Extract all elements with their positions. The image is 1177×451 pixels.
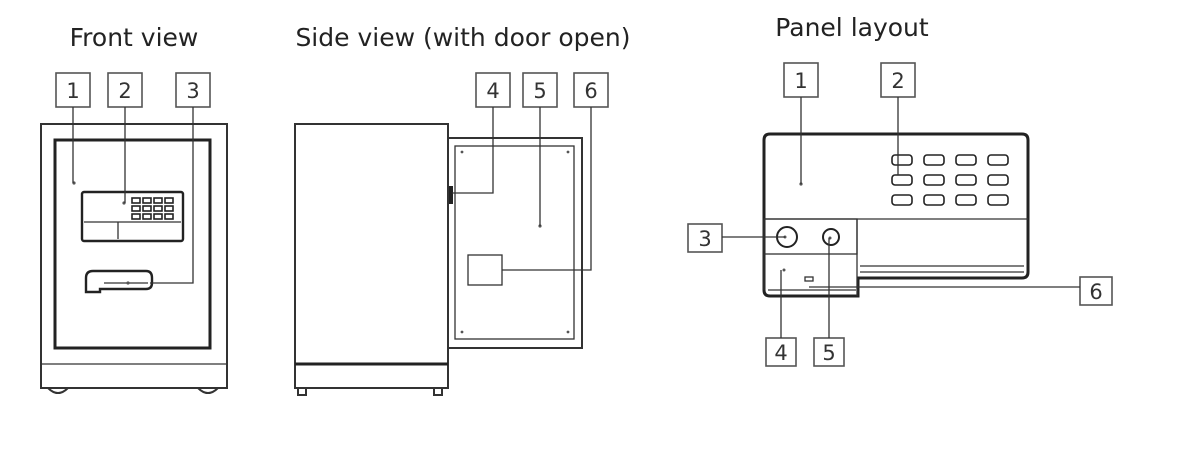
- front-view-title: Front view: [70, 23, 199, 52]
- side-cabinet: [294, 123, 453, 396]
- side-label-5-text: 5: [533, 79, 546, 103]
- front-label-1: 1: [55, 72, 91, 108]
- panel-label-4: 4: [765, 337, 797, 367]
- front-label-3: 3: [175, 72, 211, 108]
- front-keypad-keys: [131, 197, 174, 220]
- front-label-3-text: 3: [186, 79, 199, 103]
- side-label-4-text: 4: [486, 79, 499, 103]
- front-label-2-text: 2: [118, 79, 131, 103]
- front-handle: [84, 269, 154, 294]
- side-open-door: [447, 137, 583, 349]
- front-view: Front view 1 2 3: [40, 23, 228, 394]
- panel-label-4-text: 4: [774, 341, 787, 365]
- side-label-5: 5: [522, 72, 558, 108]
- panel-label-2-text: 2: [891, 69, 904, 93]
- panel-label-3-text: 3: [698, 227, 711, 251]
- side-label-4: 4: [475, 72, 511, 108]
- panel-label-2: 2: [880, 62, 916, 98]
- panel-label-5-text: 5: [822, 341, 835, 365]
- side-view-title: Side view (with door open): [295, 23, 630, 52]
- side-leader-lines: [452, 107, 592, 271]
- panel-layout-view: Panel layout 1 2 3 4 5 6: [687, 13, 1113, 367]
- panel-label-5: 5: [813, 337, 845, 367]
- front-label-1-text: 1: [66, 79, 79, 103]
- side-label-6: 6: [573, 72, 609, 108]
- front-keypad-panel: [80, 190, 185, 243]
- side-label-6-text: 6: [584, 79, 597, 103]
- panel-leader-lines: [722, 97, 1080, 338]
- panel-label-6: 6: [1079, 276, 1113, 306]
- panel-label-1-text: 1: [794, 69, 807, 93]
- panel-knob-small: [822, 228, 840, 246]
- side-view: Side view (with door open) 4 5 6: [294, 23, 631, 396]
- panel-keypad: [891, 154, 1009, 206]
- front-label-2: 2: [107, 72, 143, 108]
- panel-label-6-text: 6: [1089, 280, 1102, 304]
- front-leader-lines: [72, 107, 194, 284]
- panel-layout-title: Panel layout: [775, 13, 929, 42]
- panel-slot: [782, 268, 814, 282]
- front-safe-body: [40, 123, 228, 394]
- panel-label-3: 3: [687, 223, 723, 253]
- panel-label-1: 1: [783, 62, 819, 98]
